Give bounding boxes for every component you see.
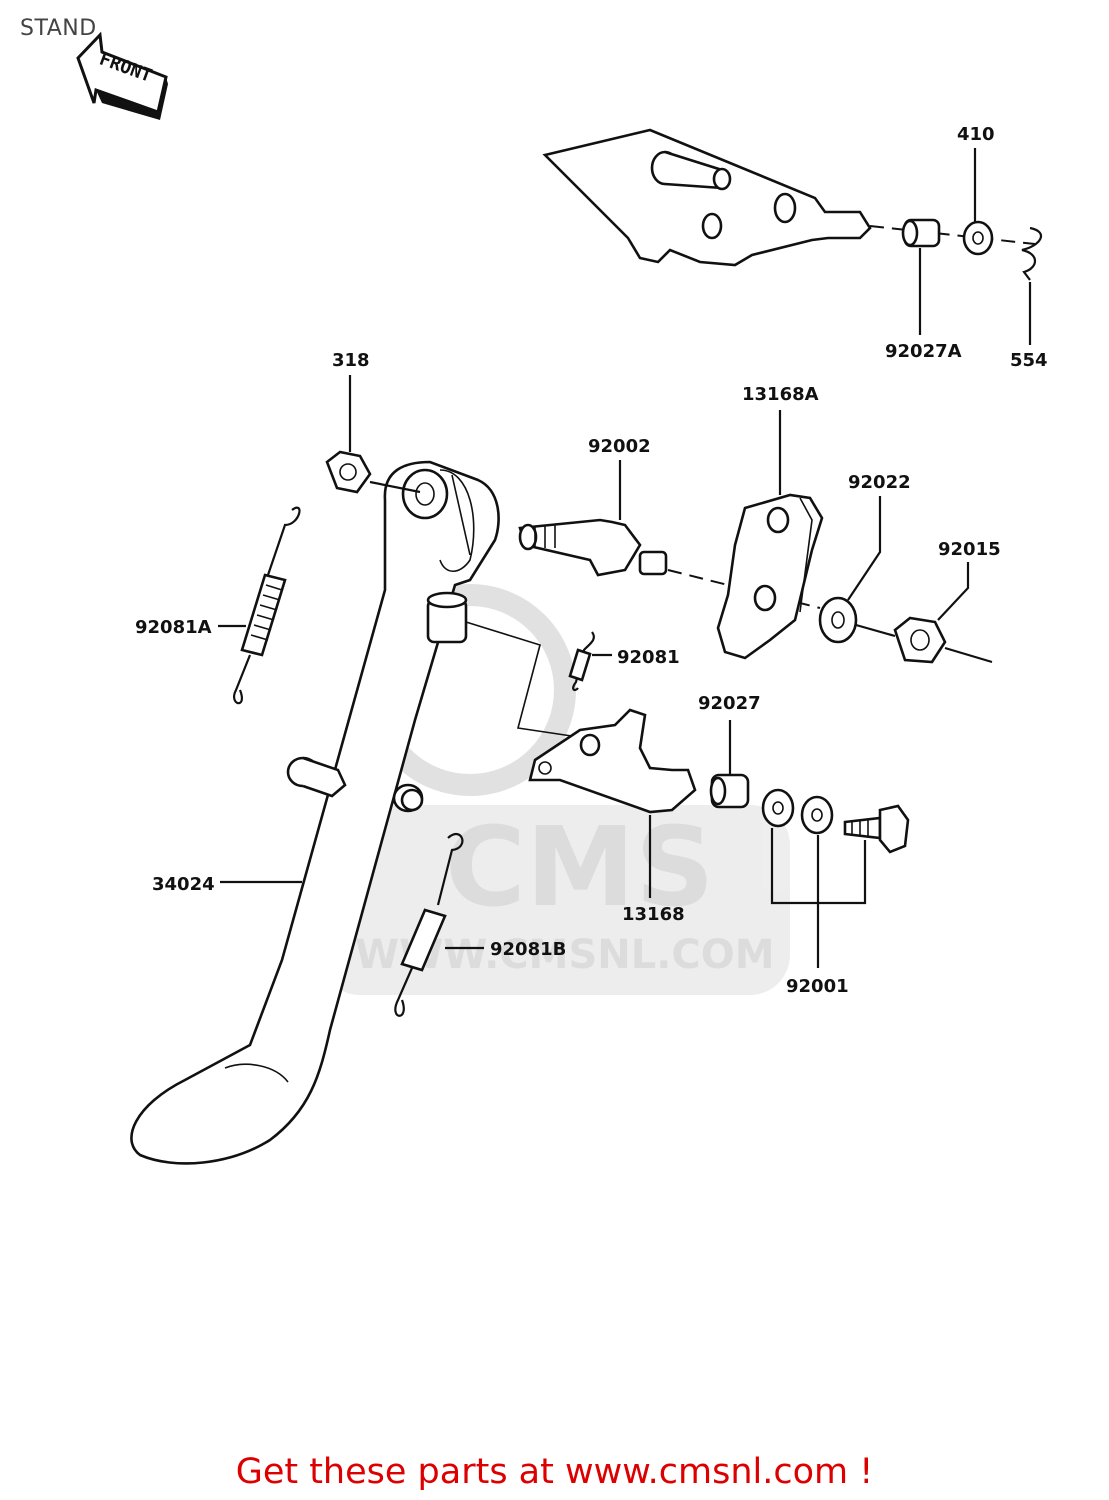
assembly-line bbox=[465, 621, 586, 739]
label-92081b: 92081B bbox=[490, 939, 566, 960]
spring-92081a bbox=[233, 506, 301, 705]
side-stand-34024 bbox=[130, 460, 500, 1165]
plate-13168a bbox=[716, 493, 824, 660]
label-92015: 92015 bbox=[938, 539, 1001, 560]
watermark-brand: CMS bbox=[445, 803, 714, 931]
label-92027a: 92027A bbox=[885, 341, 962, 362]
label-318: 318 bbox=[332, 350, 370, 371]
stand-collar bbox=[426, 591, 468, 644]
washer-410 bbox=[962, 220, 994, 256]
label-92081a: 92081A bbox=[135, 617, 212, 638]
leader-92015 bbox=[937, 562, 970, 621]
stand-pin-left bbox=[286, 756, 347, 798]
bolt-92002 bbox=[518, 518, 668, 577]
label-92027: 92027 bbox=[698, 693, 761, 714]
spring-92081b bbox=[394, 833, 464, 1017]
lever-13168 bbox=[528, 708, 697, 814]
axis-92015-b bbox=[944, 646, 993, 664]
bolt-92001 bbox=[843, 804, 910, 854]
watermark-banner bbox=[320, 805, 790, 995]
spring-92081 bbox=[568, 631, 595, 692]
collar-92027a bbox=[901, 218, 941, 248]
label-410: 410 bbox=[957, 124, 995, 145]
label-92002: 92002 bbox=[588, 436, 651, 457]
clip-554 bbox=[1021, 226, 1043, 281]
axis-line-top bbox=[869, 225, 1036, 245]
exploded-parts-diagram: CMS WWW.CMSNL.COM FRONT bbox=[76, 31, 1048, 1165]
nut-318 bbox=[325, 450, 372, 494]
front-arrow-icon: FRONT bbox=[76, 31, 168, 120]
label-554: 554 bbox=[1010, 350, 1048, 371]
label-34024: 34024 bbox=[152, 874, 215, 895]
axis-318 bbox=[369, 480, 421, 494]
collar-92027 bbox=[709, 773, 750, 809]
washer-92001-b bbox=[800, 795, 834, 835]
cms-watermark: CMS WWW.CMSNL.COM bbox=[320, 584, 790, 995]
promo-link[interactable]: Get these parts at www.cmsnl.com ! bbox=[235, 1452, 874, 1492]
washer-92001-a bbox=[761, 788, 795, 828]
frame-bracket bbox=[542, 128, 872, 267]
washer-92022 bbox=[818, 596, 858, 644]
label-92001: 92001 bbox=[786, 976, 849, 997]
page-title: STAND bbox=[20, 16, 97, 41]
label-13168a: 13168A bbox=[742, 384, 819, 405]
label-92022: 92022 bbox=[848, 472, 911, 493]
label-92081: 92081 bbox=[617, 647, 680, 668]
axis-92015-a bbox=[855, 623, 896, 638]
label-13168: 13168 bbox=[622, 904, 685, 925]
leader-92022 bbox=[847, 496, 882, 601]
stand-pin-right bbox=[392, 783, 424, 813]
nut-92015 bbox=[893, 616, 947, 664]
